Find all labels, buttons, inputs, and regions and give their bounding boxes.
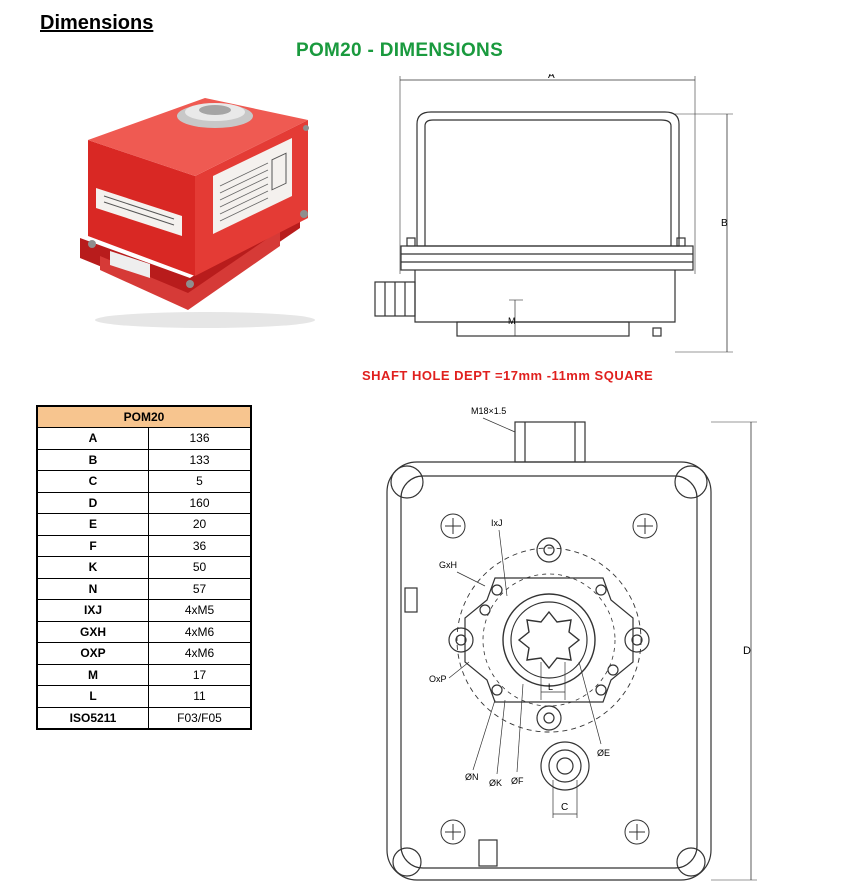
spec-key: D [36,491,149,514]
spec-value: 4xM5 [148,599,252,622]
spec-key: F [36,534,149,557]
spec-key: E [36,513,149,536]
spec-value: 57 [148,577,252,600]
spec-value: 17 [148,663,252,686]
dim-k-label: ØK [489,778,502,788]
spec-key: M [36,663,149,686]
dim-n-label: ØN [465,772,479,782]
actuator-photo [80,98,315,328]
spec-key: IXJ [36,599,149,622]
spec-key: B [36,448,149,471]
spec-key: OXP [36,642,149,665]
page-subtitle: POM20 - DIMENSIONS [296,40,504,61]
spec-key: ISO5211 [36,706,149,730]
spec-value: 11 [148,685,252,708]
spec-table-title: POM20 [36,405,252,428]
oxp-label: OxP [429,674,447,684]
spec-value: 4xM6 [148,620,252,643]
thread-label: M18×1.5 [471,406,506,416]
spec-value: 36 [148,534,252,557]
spec-key: L [36,685,149,708]
spec-value: 160 [148,491,252,514]
dim-c-label: C [561,802,568,813]
front-view-drawing: A B M [374,74,733,353]
shaft-hole-note: SHAFT HOLE DEPT =17mm -11mm SQUARE [362,368,654,383]
bottom-view-drawing: M18×1.5 L C IxJ GxH OxP [386,406,757,881]
dim-e-label: ØE [597,748,610,758]
spec-value: 133 [148,448,252,471]
dim-f-label: ØF [511,776,524,786]
dim-m-label: M [508,316,516,326]
spec-key: GXH [36,620,149,643]
dim-b-label: B [721,218,728,229]
spec-value: 5 [148,470,252,493]
spec-key: N [36,577,149,600]
gxh-label: GxH [439,560,457,570]
spec-key: A [36,427,149,450]
spec-value: 20 [148,513,252,536]
spec-key: K [36,556,149,579]
dim-d-label: D [743,645,751,657]
spec-value: F03/F05 [148,706,252,730]
spec-key: C [36,470,149,493]
dim-l-label: L [548,682,553,692]
spec-value: 4xM6 [148,642,252,665]
ixj-label: IxJ [491,518,503,528]
dim-a-label: A [548,74,555,81]
page-heading: Dimensions [40,12,154,34]
spec-value: 136 [148,427,252,450]
spec-value: 50 [148,556,252,579]
